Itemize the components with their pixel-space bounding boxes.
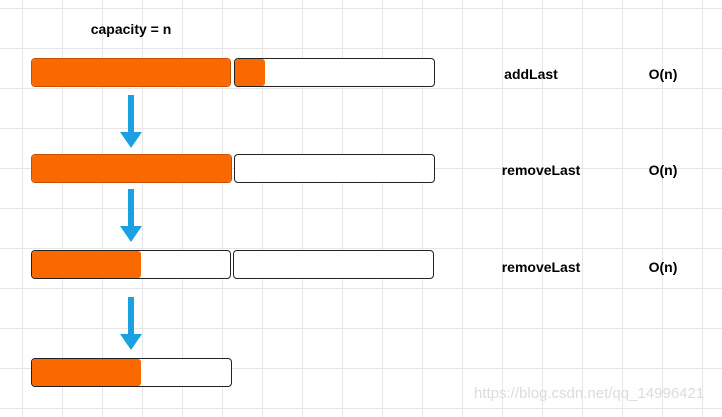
operation-label: removeLast: [501, 162, 581, 178]
fill: [32, 251, 141, 278]
capacity-label: capacity = n: [90, 21, 172, 37]
arrow-down-icon: [120, 189, 142, 242]
fill: [235, 59, 265, 86]
complexity-label: O(n): [648, 66, 678, 82]
array-left-half: [31, 154, 232, 183]
fill: [32, 359, 142, 386]
array-left-half: [31, 250, 231, 279]
array-right-half: [234, 58, 435, 87]
complexity-label: O(n): [648, 162, 678, 178]
array-right-half: [233, 250, 434, 279]
fill: [32, 59, 230, 86]
array-right-half: [234, 154, 435, 183]
array-left-half: [31, 58, 231, 87]
operation-label: removeLast: [501, 259, 581, 275]
operation-label: addLast: [504, 66, 558, 82]
fill: [32, 155, 231, 182]
watermark: https://blog.csdn.net/qq_14996421: [474, 385, 705, 402]
array-shrunk: [31, 358, 232, 387]
arrow-down-icon: [120, 95, 142, 148]
arrow-down-icon: [120, 297, 142, 350]
complexity-label: O(n): [648, 259, 678, 275]
